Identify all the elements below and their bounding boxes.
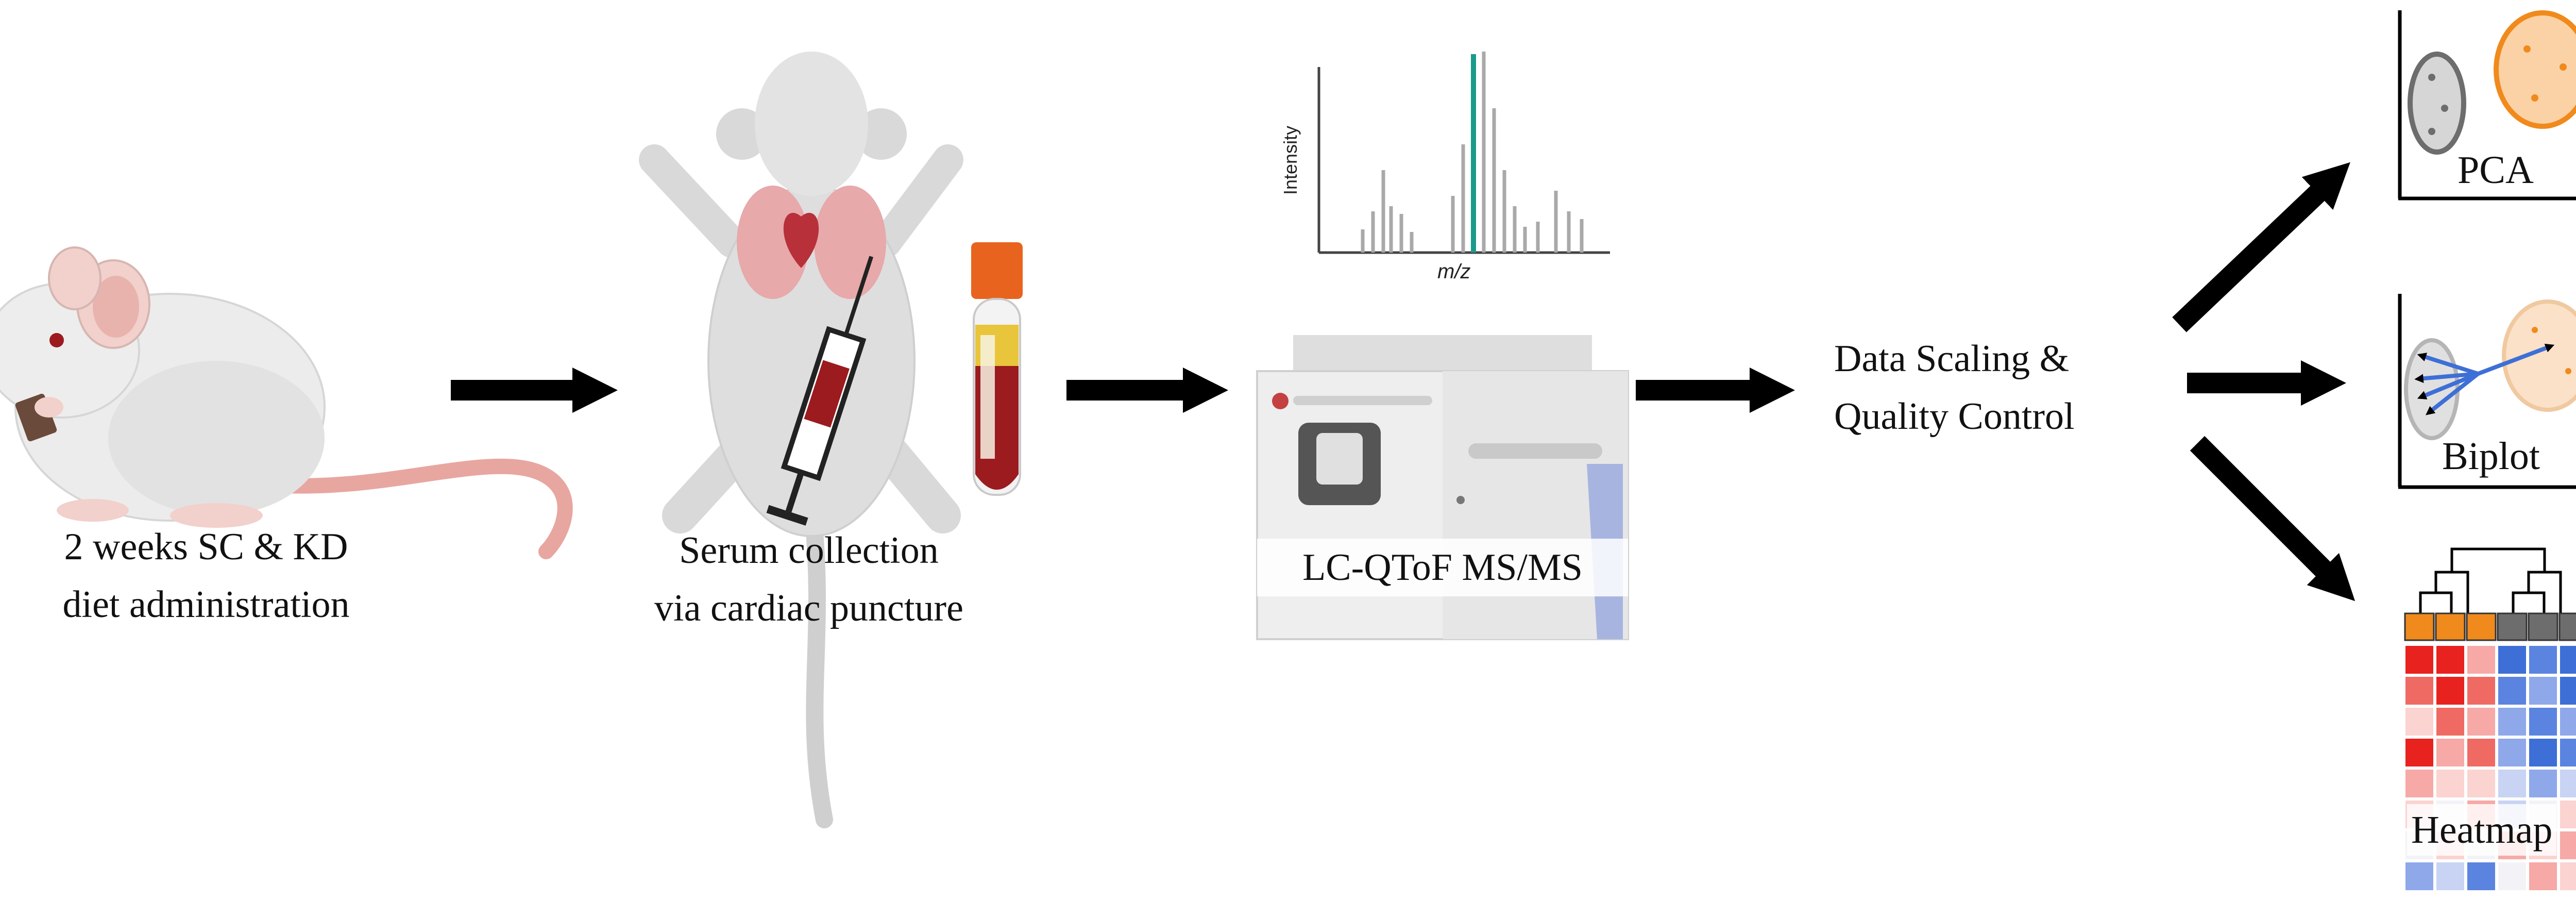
arrow-to-heatmap (2190, 436, 2355, 602)
heatmap-cell (2497, 645, 2527, 675)
heatmap-cell (2466, 707, 2496, 737)
heatmap-cell (2404, 707, 2434, 737)
spectrum-xlabel: m/z (1437, 260, 1471, 283)
heatmap-dendrogram (2419, 547, 2562, 613)
heatmap-cell (2466, 769, 2496, 798)
output-biplot-label: Biplot (2442, 435, 2540, 478)
pca-group-kd (2408, 52, 2466, 155)
step-serum-line2: via cardiac puncture (654, 587, 963, 629)
heatmap-cell (2435, 676, 2465, 706)
heatmap-cell (2528, 707, 2558, 737)
heatmap-cell (2559, 830, 2576, 860)
heatmap-cell (2435, 707, 2465, 737)
heatmap-cell (2404, 861, 2434, 891)
heatmap-cell (2404, 738, 2434, 768)
step-ms-label: LC-QToF MS/MS (1257, 539, 1628, 596)
heatmap-cell (2466, 645, 2496, 675)
step-diet-line1: 2 weeks SC & KD (64, 526, 348, 568)
biplot (2398, 294, 2576, 489)
step-scaling-line1: Data Scaling & (1834, 338, 2070, 380)
heatmap-cell (2435, 645, 2465, 675)
arrow-to-pca (2172, 162, 2350, 332)
heatmap-cell (2435, 861, 2465, 891)
output-heatmap-label: Heatmap (2407, 804, 2557, 856)
heatmap-cell (2559, 645, 2576, 675)
heatmap-cell (2559, 707, 2576, 737)
heatmap-cell (2497, 676, 2527, 706)
heatmap-cell (2404, 769, 2434, 798)
step-diet-label: 2 weeks SC & KD diet administration (15, 518, 397, 634)
heatmap-group-bar (2404, 612, 2435, 641)
heatmap-group-bar (2528, 612, 2558, 641)
blood-tube-icon (971, 242, 1023, 496)
heatmap-cell (2559, 769, 2576, 798)
heatmap-cell (2404, 645, 2434, 675)
heatmap-cell (2559, 738, 2576, 768)
heatmap-cell (2497, 769, 2527, 798)
syringe-icon (766, 256, 874, 526)
heatmap-cell (2528, 676, 2558, 706)
mass-spectrum (1317, 52, 1610, 254)
heatmap-cell (2466, 861, 2496, 891)
heatmap-cell (2528, 861, 2558, 891)
arrow-icon (451, 162, 2355, 602)
heatmap-cell (2528, 645, 2558, 675)
heatmap-group-bar (2558, 612, 2576, 641)
step-scaling-label: Data Scaling & Quality Control (1834, 330, 2075, 445)
heatmap-cell (2435, 738, 2465, 768)
heatmap-cell (2559, 861, 2576, 891)
heatmap-group-bar (2435, 612, 2466, 641)
heatmap-cell (2497, 707, 2527, 737)
heatmap-cell (2528, 769, 2558, 798)
heatmap-cell (2466, 676, 2496, 706)
heatmap-cell (2559, 676, 2576, 706)
heatmap-cell (2497, 738, 2527, 768)
heatmap-cell (2528, 738, 2558, 768)
step-scaling-line2: Quality Control (1834, 395, 2075, 438)
heatmap-cell (2404, 676, 2434, 706)
step-serum-label: Serum collection via cardiac puncture (613, 522, 1005, 637)
heatmap-group-bar (2497, 612, 2528, 641)
output-pca-label: PCA (2458, 148, 2534, 192)
heatmap-cell (2559, 799, 2576, 829)
dissected-mouse-icon (639, 52, 963, 828)
pca-plot (2398, 10, 2576, 201)
heatmap-cell (2497, 861, 2527, 891)
heatmap-cell (2435, 769, 2465, 798)
step-diet-line2: diet administration (62, 584, 350, 626)
heatmap-group-bar (2466, 612, 2497, 641)
mouse-icon (0, 246, 573, 559)
step-serum-line1: Serum collection (679, 529, 939, 572)
pca-group-sc (2494, 10, 2576, 129)
spectrum-ylabel: Intensity (1280, 125, 1301, 195)
heatmap-cell (2466, 738, 2496, 768)
